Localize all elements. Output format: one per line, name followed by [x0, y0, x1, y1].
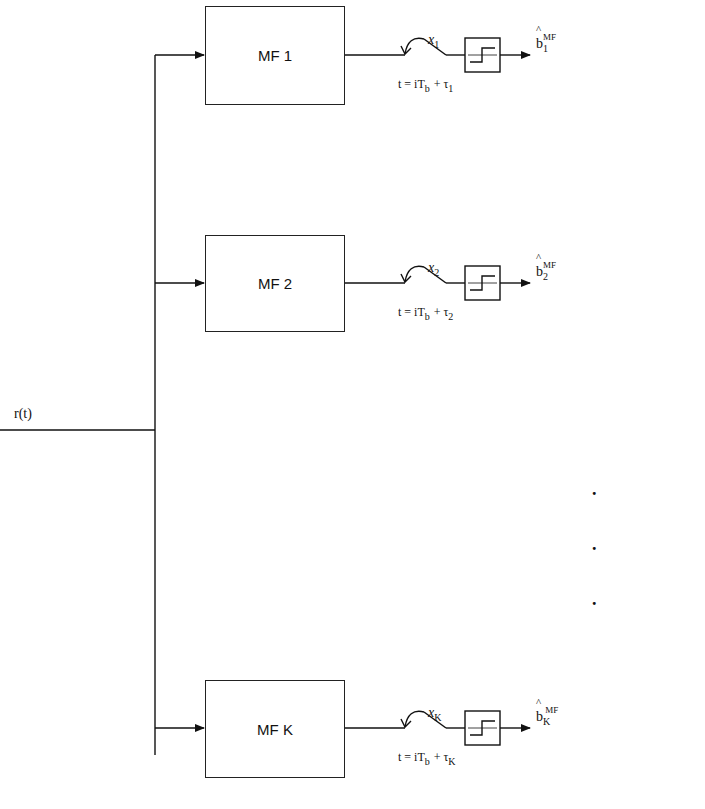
subscript: b	[425, 311, 430, 322]
decision-output: ^b2MF	[536, 261, 556, 282]
box-label: MF 2	[258, 275, 292, 292]
variable-name: x	[428, 32, 434, 47]
superscript: MF	[543, 260, 556, 270]
hat-mark: ^	[536, 252, 541, 263]
dot: .	[592, 589, 597, 609]
subscript: 1	[448, 83, 453, 94]
sampler-arrow	[401, 46, 411, 54]
signal-name: r(t)	[14, 406, 32, 421]
sample-variable: x2	[428, 259, 439, 278]
subscript: K	[543, 716, 550, 727]
threshold-box	[465, 266, 500, 300]
sampler-arrow	[401, 274, 411, 282]
time-expression: t = iT	[398, 305, 425, 319]
subscript: 2	[448, 311, 453, 322]
sampler-switch	[424, 267, 446, 283]
subscript: b	[425, 83, 430, 94]
sampler-switch	[424, 712, 446, 728]
variable-name: x	[428, 705, 434, 720]
hat-wrap: ^b	[536, 35, 543, 51]
subscript: K	[434, 712, 441, 723]
time-expression: + τ	[434, 305, 449, 319]
time-expression: + τ	[434, 750, 449, 764]
sampler-arrow	[401, 719, 411, 727]
input-signal-label: r(t)	[14, 405, 32, 421]
hat-wrap: ^b	[536, 708, 543, 724]
superscript: MF	[543, 32, 556, 42]
matched-filter-box: MF 2	[205, 235, 345, 332]
box-label: MF 1	[258, 47, 292, 64]
subscript: K	[448, 756, 455, 767]
subscript: 1	[543, 43, 548, 54]
ellipsis-dot: .	[592, 535, 597, 553]
variable-name: b	[536, 36, 543, 51]
subscript: b	[425, 756, 430, 767]
matched-filter-box: MF K	[205, 680, 345, 778]
threshold-box	[465, 38, 500, 72]
sample-variable: xK	[428, 704, 441, 723]
subscript: 1	[434, 39, 439, 50]
time-expression: t = iT	[398, 77, 425, 91]
dot: .	[592, 534, 597, 554]
box-label: MF K	[257, 721, 293, 738]
sample-variable: x1	[428, 31, 439, 50]
hat-mark: ^	[536, 24, 541, 35]
variable-name: b	[536, 709, 543, 724]
superscript: MF	[545, 705, 558, 715]
threshold-step	[470, 276, 495, 290]
threshold-step	[470, 48, 495, 62]
decision-output: ^bKMF	[536, 706, 558, 727]
ellipsis-dot: .	[592, 590, 597, 608]
ellipsis-dot: .	[592, 480, 597, 498]
subscript: 2	[543, 271, 548, 282]
time-expression: + τ	[434, 77, 449, 91]
subscript: 2	[434, 267, 439, 278]
sampler-switch	[424, 39, 446, 55]
threshold-step	[470, 721, 495, 735]
hat-wrap: ^b	[536, 263, 543, 279]
variable-name: b	[536, 264, 543, 279]
sampling-time: t = iTb + τK	[398, 748, 456, 767]
threshold-box	[465, 711, 500, 745]
decision-output: ^b1MF	[536, 33, 556, 54]
variable-name: x	[428, 260, 434, 275]
matched-filter-box: MF 1	[205, 6, 345, 105]
hat-mark: ^	[536, 697, 541, 708]
dot: .	[592, 479, 597, 499]
sampling-time: t = iTb + τ2	[398, 303, 453, 322]
time-expression: t = iT	[398, 750, 425, 764]
sampling-time: t = iTb + τ1	[398, 75, 453, 94]
